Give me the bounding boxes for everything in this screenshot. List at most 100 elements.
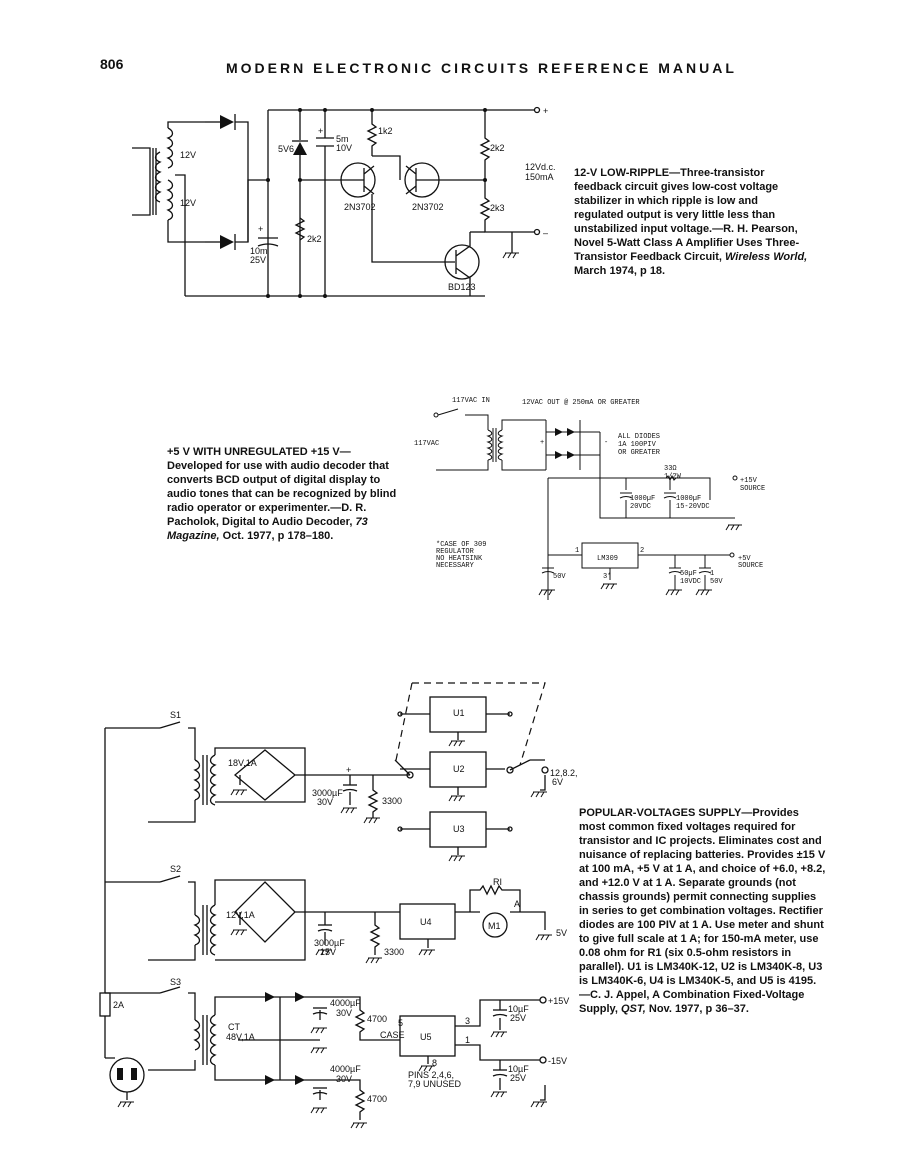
fig1-cap-label: 5m	[336, 134, 349, 144]
output-label: 6V	[552, 777, 563, 787]
regulator-label: U5	[420, 1032, 432, 1042]
fig2-label: 1	[710, 570, 714, 578]
pins-note: 7,9 UNUSED	[408, 1079, 462, 1089]
schematic-5v-15v-supply: 117VAC IN 12VAC OUT @ 250mA OR GREATER 1…	[414, 397, 765, 600]
fig2-label: 15-20VDC	[676, 503, 710, 511]
fig2-label: +15V	[740, 477, 758, 485]
resistor-label: RI	[493, 877, 502, 887]
caption-5v-15v: +5 V WITH UNREGULATED +15 V—Developed fo…	[167, 446, 397, 542]
fig2-label: 10VDC	[680, 578, 701, 586]
transformer-label: 18V,1A	[228, 758, 257, 768]
cap-label: 3000µF	[312, 788, 343, 798]
fig2-label: +	[540, 439, 544, 447]
regulator-label: U2	[453, 764, 465, 774]
fig1-resistor-label: 2k3	[490, 203, 505, 213]
fig1-resistor-label: 2k2	[307, 234, 322, 244]
fig2-label: +5V	[738, 555, 751, 563]
fig2-label: 1A 100PIV	[618, 441, 657, 449]
cap-label: 30V	[317, 797, 333, 807]
fig2-label: REGULATOR	[436, 548, 475, 556]
regulator-label: U1	[453, 708, 465, 718]
switch-label: S2	[170, 864, 181, 874]
cap-label: 10µF	[508, 1064, 529, 1074]
fig1-plus-label: +	[318, 126, 323, 136]
meter-label: A	[514, 899, 520, 909]
pin-label: 5	[398, 1018, 403, 1028]
fig2-label: SOURCE	[740, 485, 765, 493]
resistor-label: 4700	[367, 1094, 387, 1104]
fig2-label: 1	[575, 547, 579, 555]
cap-label: 3000µF	[314, 938, 345, 948]
cap-label: 4000µF	[330, 998, 361, 1008]
fig2-label: ALL DIODES	[618, 433, 660, 441]
fig1-zener-label: 5V6	[278, 144, 294, 154]
fig1-cap-label: 25V	[250, 255, 266, 265]
fig2-label: 1000µF	[676, 495, 701, 503]
transformer-label: CT	[228, 1022, 240, 1032]
fig2-label: 1000µF	[630, 495, 655, 503]
pin-label: CASE	[380, 1030, 405, 1040]
fig1-resistor-label: 1k2	[378, 126, 393, 136]
fig1-cap-label: 10V	[336, 143, 352, 153]
output-label: 5V	[556, 928, 567, 938]
switch-label: S3	[170, 977, 181, 987]
cap-label: 25V	[510, 1073, 526, 1083]
plus-label: +	[346, 765, 351, 775]
fig2-label: 33Ω	[664, 465, 677, 473]
pin-label: 1	[465, 1035, 470, 1045]
schematic-popular-voltages: S1 S2 S3 18V,1A 12V,1A CT 48V,1A 3000µF …	[99, 682, 578, 1129]
fig2-label: 1/2W	[664, 473, 682, 481]
fig2-label: *CASE OF 309	[436, 541, 486, 549]
fig1-cap-label: 10m	[250, 246, 268, 256]
fig1-plus-label: +	[258, 224, 263, 234]
cap-label: 15V	[320, 947, 336, 957]
fig1-12v-label: 12V	[180, 150, 196, 160]
cap-label: 30V	[336, 1008, 352, 1018]
caption-popular-voltages: POPULAR-VOLTAGES SUPPLY—Provides most co…	[579, 807, 826, 1015]
fig1-plus-label: +	[543, 106, 548, 116]
output-label: 12,8.2,	[550, 768, 578, 778]
resistor-label: 3300	[382, 796, 402, 806]
fig2-label: 117VAC	[414, 440, 439, 448]
fig2-label: 20VDC	[630, 503, 651, 511]
fig2-label: SOURCE	[738, 562, 763, 570]
meter-label: M1	[488, 921, 501, 931]
cap-label: 25V	[510, 1013, 526, 1023]
fig1-output-label: 12Vd.c.	[525, 162, 556, 172]
fig2-regulator-label: LM309	[597, 555, 618, 563]
fig2-label: 50V	[553, 573, 566, 581]
fig2-label: NO HEATSINK	[436, 555, 483, 563]
fig2-label: -	[604, 439, 608, 447]
pins-note: PINS 2,4,6,	[408, 1070, 454, 1080]
fig1-transistor-label: BD123	[448, 282, 476, 292]
fig2-label: 3*	[603, 573, 611, 581]
fig2-label: NECESSARY	[436, 562, 475, 570]
fig1-12v-label: 12V	[180, 198, 196, 208]
page-number: 806	[100, 56, 124, 72]
pin-label: 8	[432, 1058, 437, 1068]
transformer-label: 48V,1A	[226, 1032, 255, 1042]
fuse-label: 2A	[113, 1000, 124, 1010]
output-label: +15V	[548, 996, 569, 1006]
transformer-label: 12V,1A	[226, 910, 255, 920]
cap-label: 4000µF	[330, 1064, 361, 1074]
output-label: -15V	[548, 1056, 567, 1066]
fig2-label: OR GREATER	[618, 449, 661, 457]
fig2-label: 50µF	[680, 570, 697, 578]
fig1-transistor-label: 2N3702	[412, 202, 444, 212]
fig1-output-label: 150mA	[525, 172, 554, 182]
fig1-transistor-label: 2N3702	[344, 202, 376, 212]
cap-label: 30V	[336, 1074, 352, 1084]
resistor-label: 3300	[384, 947, 404, 957]
resistor-label: 4700	[367, 1014, 387, 1024]
fig2-label: 12VAC OUT @ 250mA OR GREATER	[522, 399, 640, 407]
page-title: MODERN ELECTRONIC CIRCUITS REFERENCE MAN…	[226, 60, 737, 76]
regulator-label: U3	[453, 824, 465, 834]
switch-label: S1	[170, 710, 181, 720]
regulator-label: U4	[420, 917, 432, 927]
schematic-12v-low-ripple: + – 12V 12V 5V6 5m 10V + 1k2 2k2 2k3 2k2…	[132, 106, 556, 298]
caption-12v-low-ripple: 12-V LOW-RIPPLE—Three-transistor feedbac…	[574, 167, 808, 277]
cap-label: 10µF	[508, 1004, 529, 1014]
fig1-resistor-label: 2k2	[490, 143, 505, 153]
